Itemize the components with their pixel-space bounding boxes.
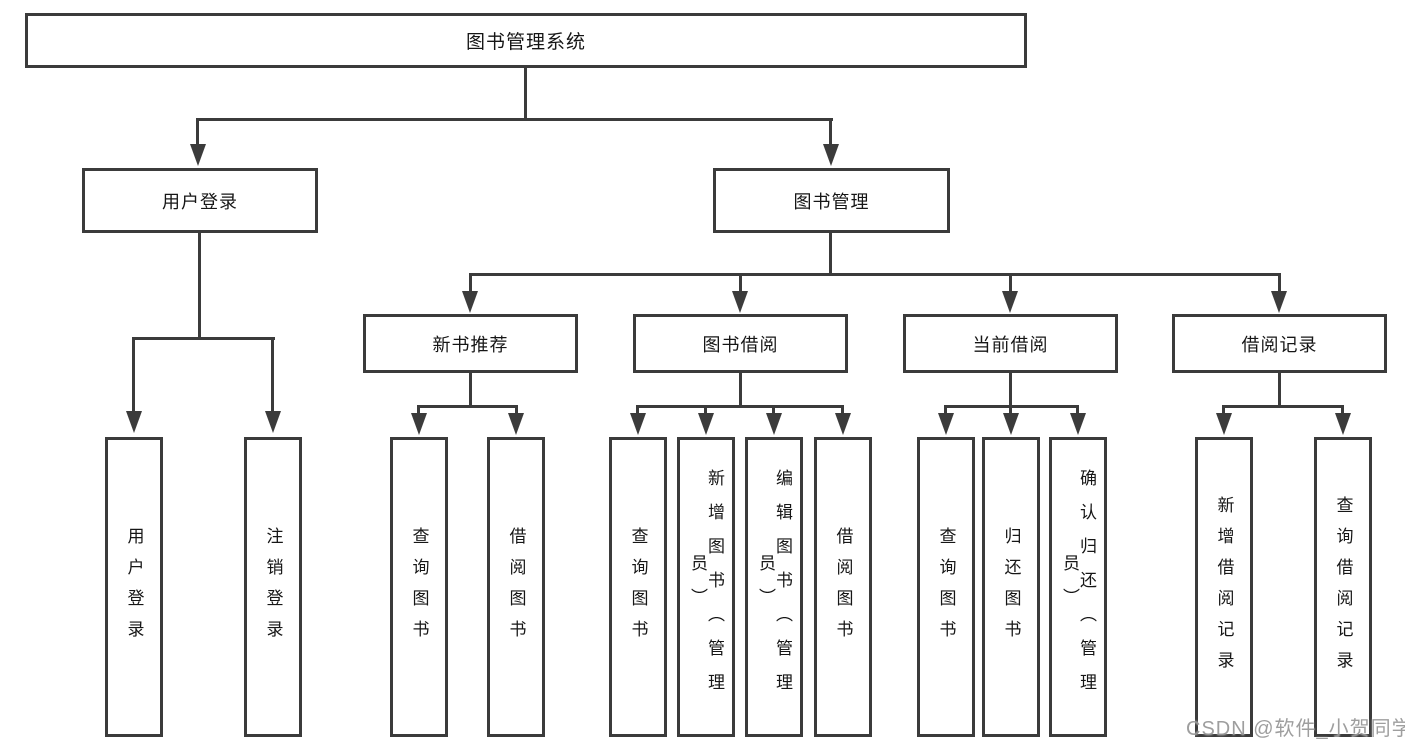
arrow-down-icon <box>732 291 748 313</box>
leaf-add-borrow-record: 新增借阅记录 <box>1195 437 1253 737</box>
leaf-query-books-borrowing: 查询图书 <box>609 437 667 737</box>
node-current-borrowing: 当前借阅 <box>903 314 1118 373</box>
connector-line <box>739 273 742 292</box>
arrow-down-icon <box>698 413 714 435</box>
node-user-login: 用户登录 <box>82 168 318 233</box>
connector-line <box>524 68 527 118</box>
connector-line <box>417 405 420 415</box>
leaf-return-books: 归还图书 <box>982 437 1040 737</box>
node-book-borrowing: 图书借阅 <box>633 314 848 373</box>
connector-line <box>197 118 833 121</box>
connector-line <box>196 118 199 146</box>
connector-line <box>829 233 832 273</box>
connector-line <box>1009 405 1012 415</box>
arrow-down-icon <box>190 144 206 166</box>
arrow-down-icon <box>1003 413 1019 435</box>
connector-line <box>841 405 844 415</box>
connector-line <box>704 405 707 415</box>
connector-line <box>469 273 472 292</box>
arrow-down-icon <box>1335 413 1351 435</box>
arrow-down-icon <box>938 413 954 435</box>
connector-line <box>469 373 472 405</box>
connector-line <box>1341 405 1344 415</box>
arrow-down-icon <box>835 413 851 435</box>
arrow-down-icon <box>1070 413 1086 435</box>
leaf-query-borrow-record: 查询借阅记录 <box>1314 437 1372 737</box>
connector-line <box>1076 405 1079 415</box>
arrow-down-icon <box>1271 291 1287 313</box>
connector-line <box>636 405 844 408</box>
connector-line <box>417 405 518 408</box>
leaf-edit-books-admin: 编辑图书（管理员） <box>745 437 803 737</box>
leaf-query-books-current: 查询图书 <box>917 437 975 737</box>
connector-line <box>739 373 742 405</box>
arrow-down-icon <box>823 144 839 166</box>
leaf-logout: 注销登录 <box>244 437 302 737</box>
arrow-down-icon <box>766 413 782 435</box>
connector-line <box>132 337 135 411</box>
arrow-down-icon <box>126 411 142 433</box>
connector-line <box>772 405 775 415</box>
connector-line <box>1222 405 1225 415</box>
node-book-management: 图书管理 <box>713 168 950 233</box>
arrow-down-icon <box>1216 413 1232 435</box>
arrow-down-icon <box>630 413 646 435</box>
leaf-borrow-books-borrowing: 借阅图书 <box>814 437 872 737</box>
node-borrowing-records: 借阅记录 <box>1172 314 1387 373</box>
leaf-query-books-recommend: 查询图书 <box>390 437 448 737</box>
watermark: CSDN @软件_小贺同学 <box>1186 718 1405 740</box>
connector-line <box>1278 373 1281 405</box>
connector-line <box>1009 373 1012 405</box>
leaf-user-login: 用户登录 <box>105 437 163 737</box>
connector-line <box>132 337 275 340</box>
leaf-borrow-books-recommend: 借阅图书 <box>487 437 545 737</box>
arrow-down-icon <box>508 413 524 435</box>
arrow-down-icon <box>411 413 427 435</box>
connector-line <box>198 233 201 337</box>
connector-line <box>944 405 947 415</box>
leaf-add-books-admin: 新增图书（管理员） <box>677 437 735 737</box>
connector-line <box>1278 273 1281 292</box>
connector-line <box>271 337 274 411</box>
connector-line <box>636 405 639 415</box>
connector-line <box>469 273 1281 276</box>
arrow-down-icon <box>462 291 478 313</box>
arrow-down-icon <box>1002 291 1018 313</box>
connector-line <box>1009 273 1012 292</box>
node-new-book-recommendation: 新书推荐 <box>363 314 578 373</box>
node-library-management-system: 图书管理系统 <box>25 13 1027 68</box>
connector-line <box>515 405 518 415</box>
connector-line <box>1222 405 1344 408</box>
leaf-confirm-return-admin: 确认归还（管理员） <box>1049 437 1107 737</box>
connector-line <box>829 118 832 146</box>
arrow-down-icon <box>265 411 281 433</box>
